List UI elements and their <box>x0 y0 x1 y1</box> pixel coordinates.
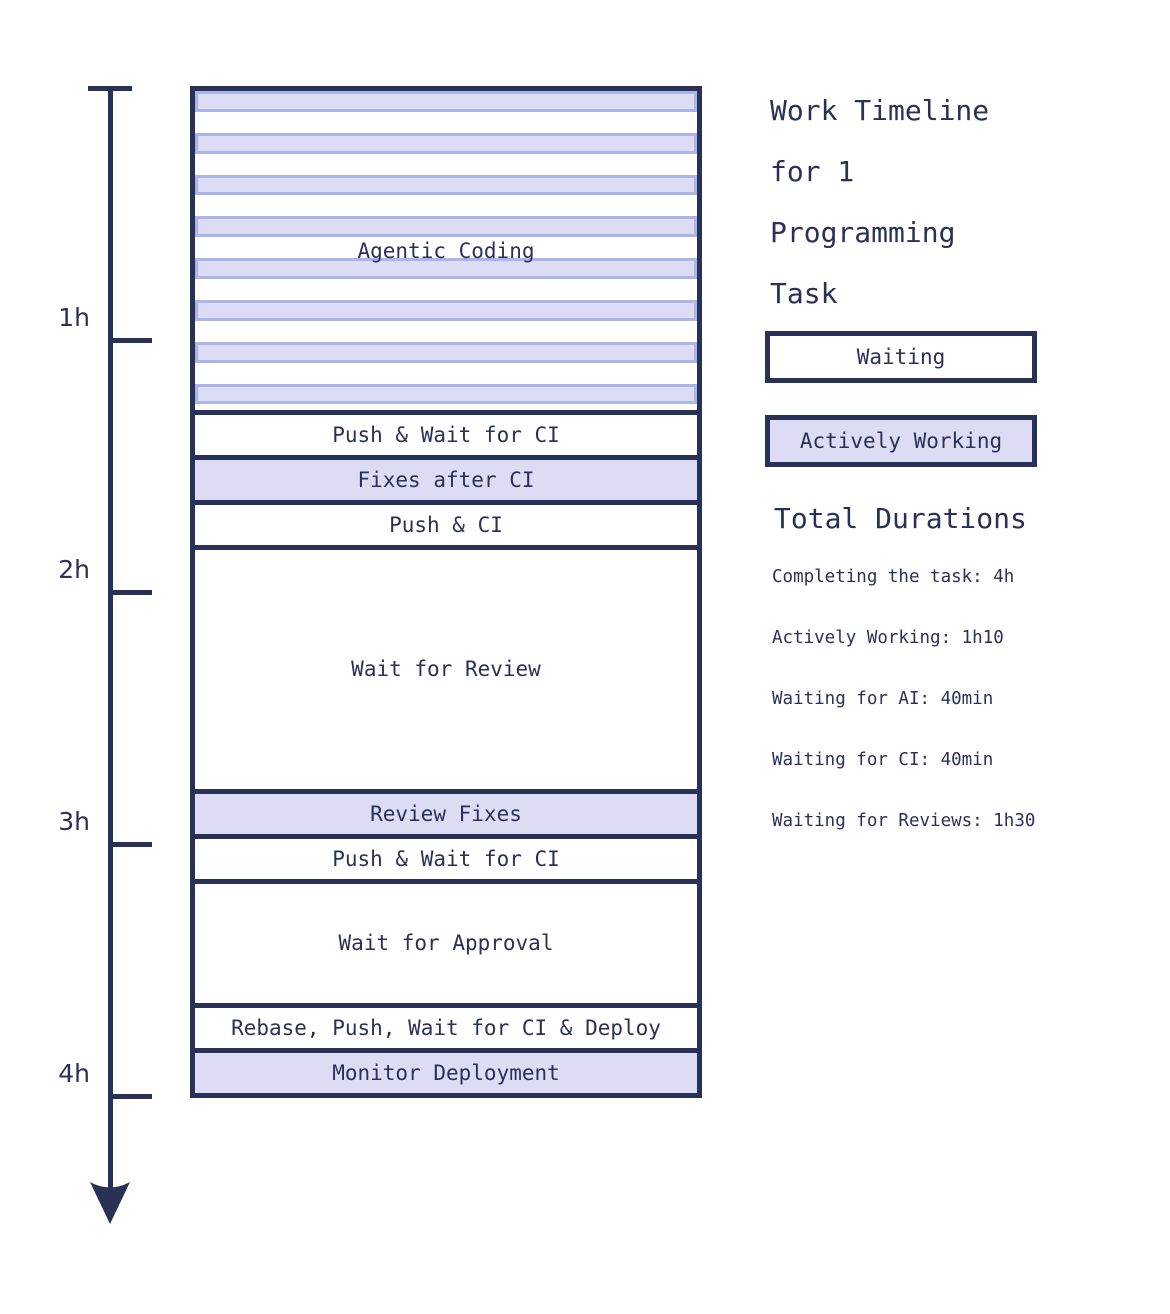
axis-label-4h: 4h <box>58 1059 90 1088</box>
timeline-segment: Rebase, Push, Wait for CI & Deploy <box>195 1003 697 1049</box>
segment-label: Push & Wait for CI <box>332 422 560 447</box>
totals-item: Waiting for Reviews: 1h30 <box>772 811 1036 831</box>
timeline-segment: Wait for Approval <box>195 878 697 1004</box>
segment-label: Push & Wait for CI <box>332 846 560 871</box>
active-work-stripe <box>195 299 697 321</box>
timeline-segment: Review Fixes <box>195 788 697 834</box>
timeline-segment: Fixes after CI <box>195 454 697 500</box>
totals-item: Completing the task: 4h <box>772 567 1015 587</box>
timeline-segment: Agentic Coding <box>195 91 697 410</box>
totals-heading: Total Durations <box>774 502 1027 535</box>
axis-tick-4h <box>110 1094 152 1099</box>
time-axis-start-tick <box>88 86 132 91</box>
active-work-stripe <box>195 216 697 238</box>
segment-label: Monitor Deployment <box>332 1061 560 1086</box>
axis-label-3h: 3h <box>58 807 90 836</box>
totals-list: Completing the task: 4h Actively Working:… <box>772 547 1035 852</box>
segment-label: Wait for Approval <box>338 931 554 956</box>
segment-label: Fixes after CI <box>357 467 535 492</box>
segment-label: Agentic Coding <box>357 238 535 263</box>
legend-active-box: Actively Working <box>765 415 1037 467</box>
segment-label: Rebase, Push, Wait for CI & Deploy <box>231 1016 661 1041</box>
legend-waiting-box: Waiting <box>765 331 1037 383</box>
chart-title-line: for 1 <box>770 155 855 188</box>
active-work-stripe <box>195 91 697 112</box>
time-axis-arrowhead-icon <box>90 1182 130 1224</box>
segment-label: Wait for Review <box>351 657 541 682</box>
chart-title-line: Programming <box>770 216 956 249</box>
active-work-stripe <box>195 132 697 154</box>
time-axis-line <box>108 86 113 1194</box>
timeline-segment: Monitor Deployment <box>195 1048 697 1093</box>
active-work-stripe <box>195 258 697 280</box>
segment-label: Review Fixes <box>370 801 522 826</box>
totals-item: Waiting for AI: 40min <box>772 689 994 709</box>
axis-label-2h: 2h <box>58 555 90 584</box>
timeline-segment: Push & Wait for CI <box>195 410 697 455</box>
active-work-stripe <box>195 341 697 363</box>
timeline-segment: Push & Wait for CI <box>195 833 697 879</box>
axis-tick-3h <box>110 842 152 847</box>
segment-label: Push & CI <box>389 512 503 537</box>
axis-tick-2h <box>110 590 152 595</box>
active-work-stripe <box>195 383 697 405</box>
timeline-segment: Push & CI <box>195 499 697 545</box>
active-work-stripe <box>195 174 697 196</box>
totals-item: Waiting for CI: 40min <box>772 750 994 770</box>
axis-tick-1h <box>110 338 152 343</box>
chart-title-line: Task <box>770 277 838 310</box>
timeline-segment: Wait for Review <box>195 544 697 789</box>
axis-label-1h: 1h <box>58 303 90 332</box>
chart-title-line: Work Timeline <box>770 94 990 127</box>
totals-item: Actively Working: 1h10 <box>772 628 1004 648</box>
